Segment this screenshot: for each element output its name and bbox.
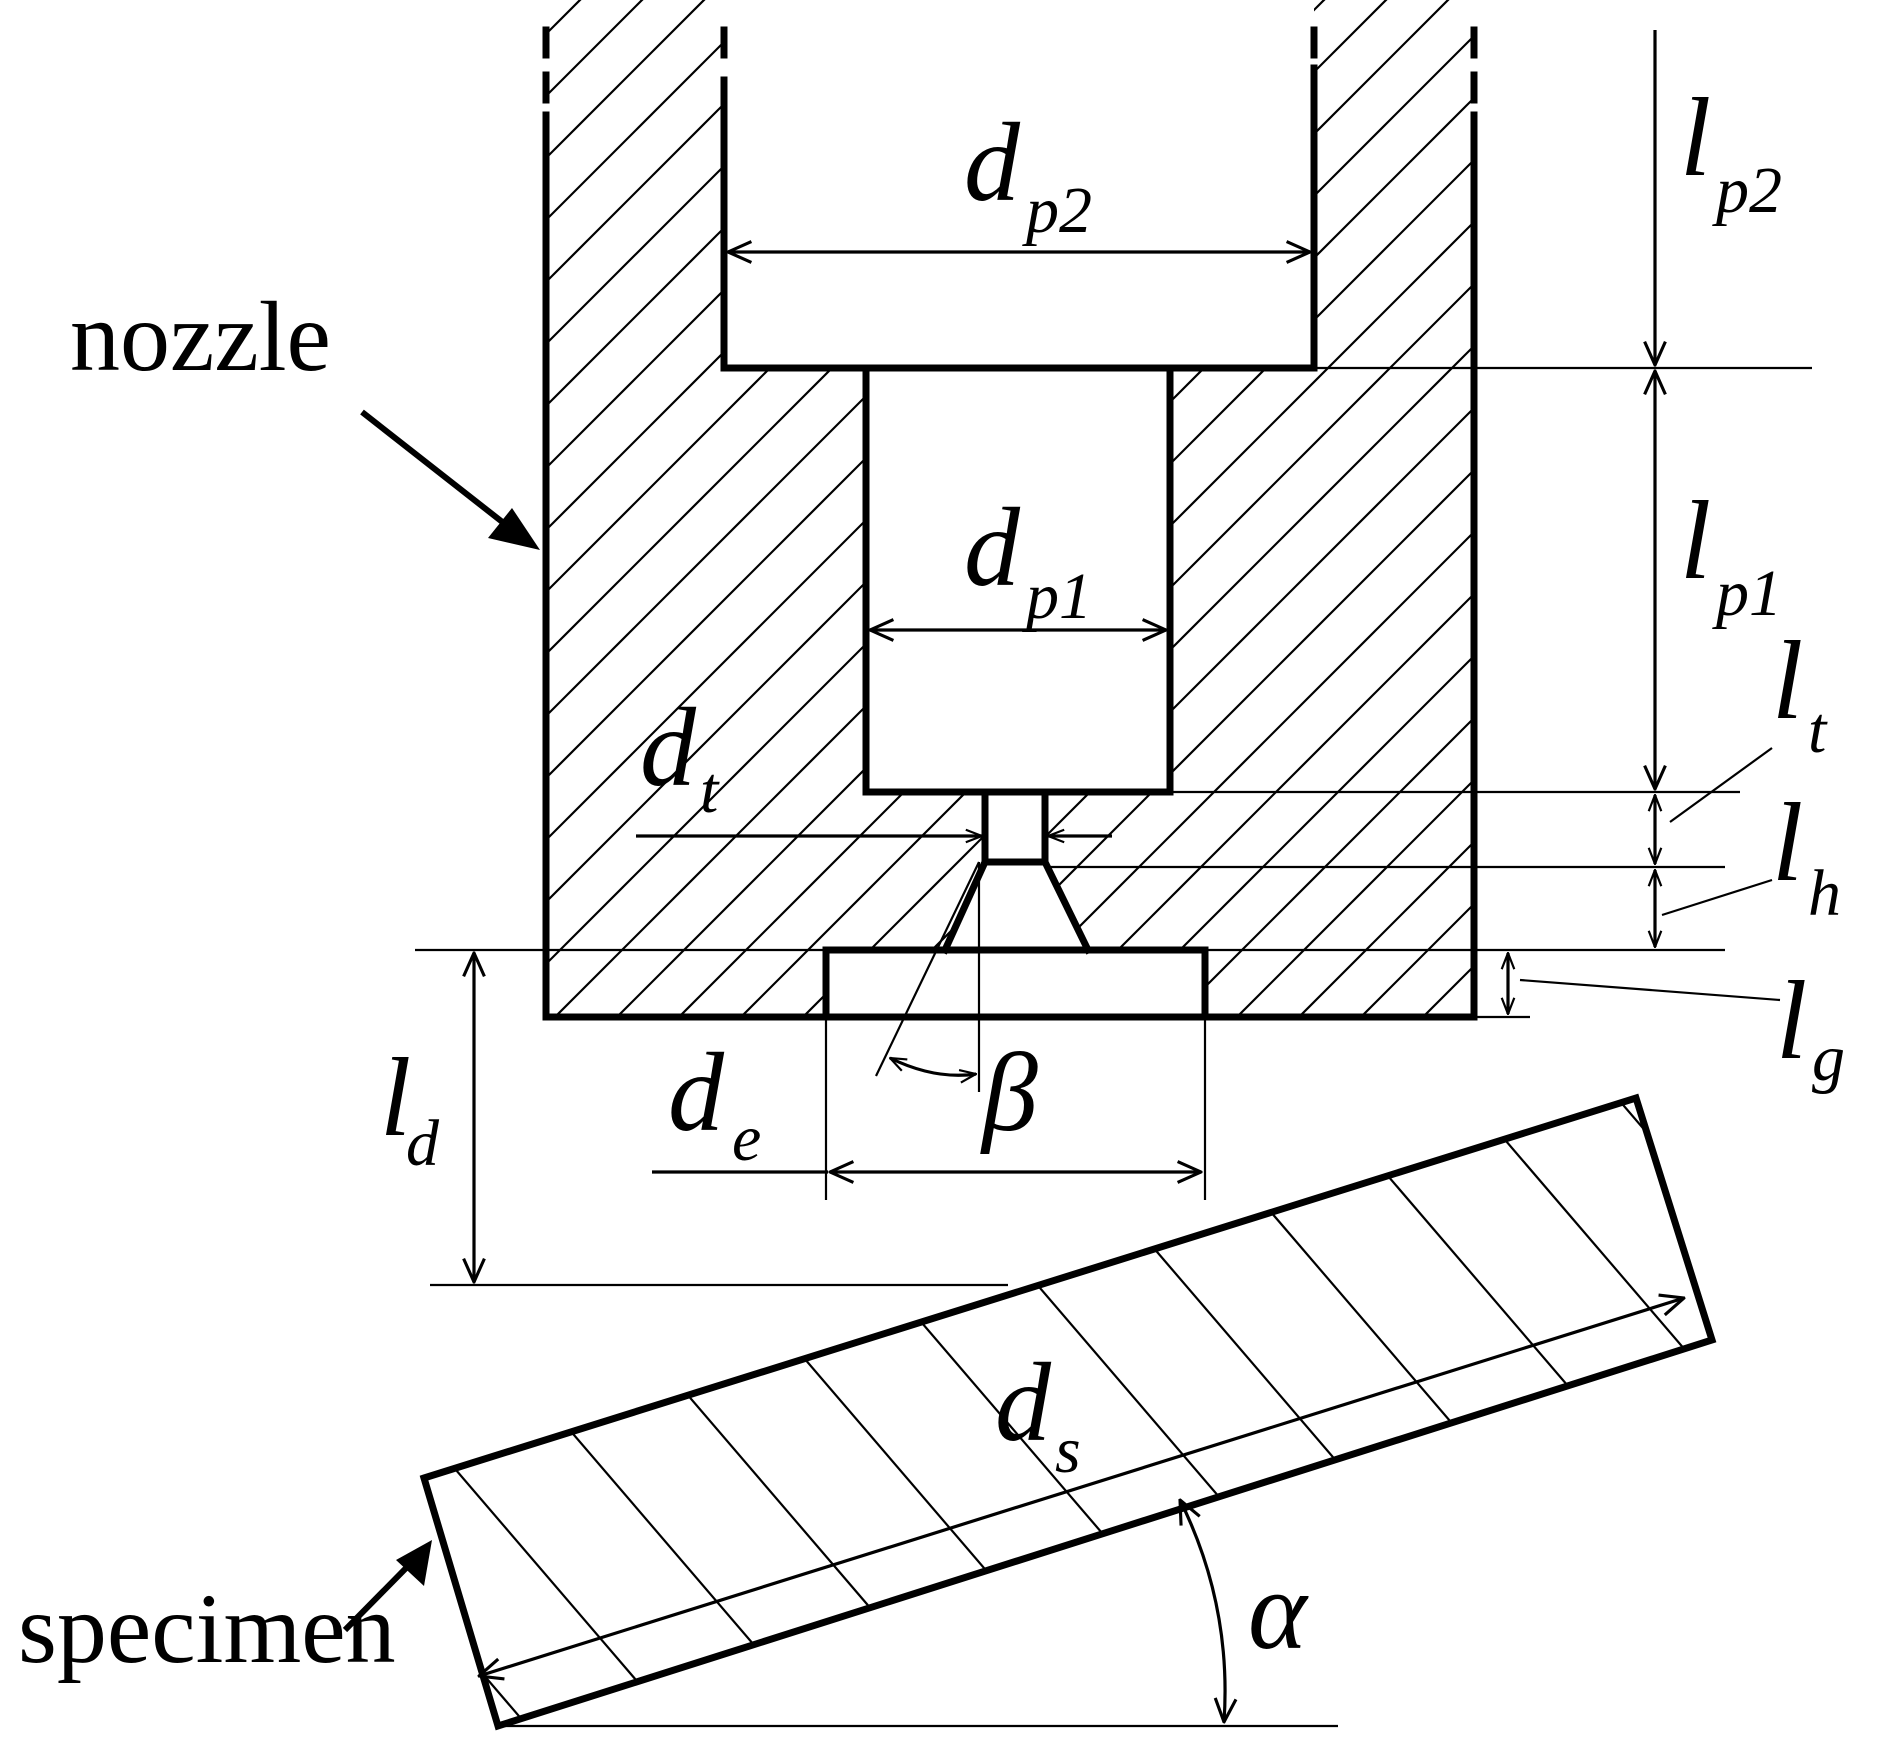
hatch-line — [1427, 1098, 1712, 1726]
label-lh-main: l — [1772, 781, 1803, 905]
nozzle-label: nozzle — [70, 281, 331, 392]
label-ds-sub: s — [1055, 1414, 1081, 1487]
label-lh: l h — [1772, 781, 1841, 930]
hatch-line — [546, 0, 1241, 1017]
hatch-line — [883, 0, 1474, 1017]
label-alpha: α — [1248, 1549, 1309, 1673]
label-lp1-main: l — [1680, 479, 1711, 603]
label-dt: d t — [640, 686, 720, 827]
leader-lines — [1519, 747, 1781, 1002]
label-beta: β — [980, 1031, 1038, 1155]
label-lp1: l p1 — [1680, 479, 1782, 630]
hatch-line — [0, 0, 372, 1060]
label-de-main: d — [668, 1031, 725, 1155]
hatch-line — [1193, 0, 1474, 1017]
hatch-line — [687, 1098, 1289, 1726]
label-ld-sub: d — [406, 1107, 440, 1180]
hatch-line — [0, 0, 434, 1060]
label-de-sub: e — [732, 1102, 761, 1175]
hatch-line — [0, 0, 310, 1060]
hatch-line — [0, 0, 62, 1060]
hatch-line — [0, 0, 496, 1060]
hatch-line — [573, 0, 1474, 1017]
label-ld: l d — [380, 1036, 440, 1180]
specimen-outline — [419, 1093, 1717, 1731]
hatch-line — [0, 0, 186, 1060]
hatch-line — [1007, 0, 1474, 1017]
label-dp2-sub: p2 — [1022, 174, 1092, 247]
hatch-line — [635, 0, 1474, 1017]
hatch-line — [0, 0, 124, 1060]
hatch-line — [546, 0, 1474, 1017]
label-dp2: d p2 — [964, 101, 1092, 247]
hatch-line — [546, 0, 931, 1017]
hatch-line — [546, 0, 807, 1017]
label-ds: d s — [995, 1341, 1081, 1487]
hatch-line — [1872, 1050, 1902, 1750]
label-lt-sub: t — [1808, 694, 1828, 767]
hatch-line — [546, 0, 1427, 1017]
label-dp1: d p1 — [964, 486, 1092, 633]
label-dt-sub: t — [700, 754, 720, 827]
hatch-line — [945, 0, 1474, 1017]
nozzle-hatching — [0, 0, 1474, 1060]
hatch-line — [697, 0, 1474, 1017]
hatch-line — [1724, 1050, 1902, 1750]
hatch-line — [1255, 0, 1474, 1017]
hatch-line — [546, 0, 559, 1017]
hatch-line — [546, 0, 621, 1017]
label-dp2-main: d — [964, 101, 1021, 225]
hatch-line — [835, 1098, 1437, 1726]
specimen-leader-arrow — [342, 1540, 432, 1633]
label-lh-sub: h — [1808, 857, 1841, 930]
label-lp2-main: l — [1680, 76, 1711, 200]
nozzle-leader-arrow — [360, 409, 540, 550]
label-ld-main: l — [380, 1036, 411, 1160]
label-lp1-sub: p1 — [1712, 557, 1782, 630]
hatch-line — [1131, 0, 1474, 1017]
extension-lines — [415, 366, 1812, 1728]
label-dt-main: d — [640, 686, 697, 810]
hatch-line — [1575, 1098, 1712, 1726]
label-lg-sub: g — [1812, 1022, 1845, 1095]
hatch-line — [546, 0, 683, 1017]
hatch-line — [546, 0, 1303, 1017]
specimen-label: specimen — [18, 1573, 396, 1684]
hatch-line — [424, 1098, 993, 1726]
label-lg: l g — [1776, 959, 1845, 1095]
hatch-line — [0, 0, 248, 1060]
label-de: d e — [668, 1031, 761, 1175]
hatch-line — [546, 0, 1055, 1017]
label-lp2: l p2 — [1680, 76, 1782, 227]
dimension-lines — [474, 30, 1684, 1722]
hatch-line — [1279, 1098, 1712, 1726]
label-lt: l t — [1772, 619, 1828, 767]
label-dp1-main: d — [964, 486, 1021, 610]
hatch-line — [759, 0, 1474, 1017]
label-lp2-sub: p2 — [1712, 154, 1782, 227]
label-lt-main: l — [1772, 619, 1803, 743]
hatch-line — [1069, 0, 1474, 1017]
hatch-line — [546, 0, 1365, 1017]
label-ds-main: d — [995, 1341, 1052, 1465]
hatch-line — [546, 0, 1117, 1017]
hatch-line — [546, 0, 869, 1017]
hatch-line — [546, 0, 745, 1017]
label-dp1-sub: p1 — [1022, 560, 1092, 633]
label-lg-main: l — [1776, 959, 1807, 1083]
